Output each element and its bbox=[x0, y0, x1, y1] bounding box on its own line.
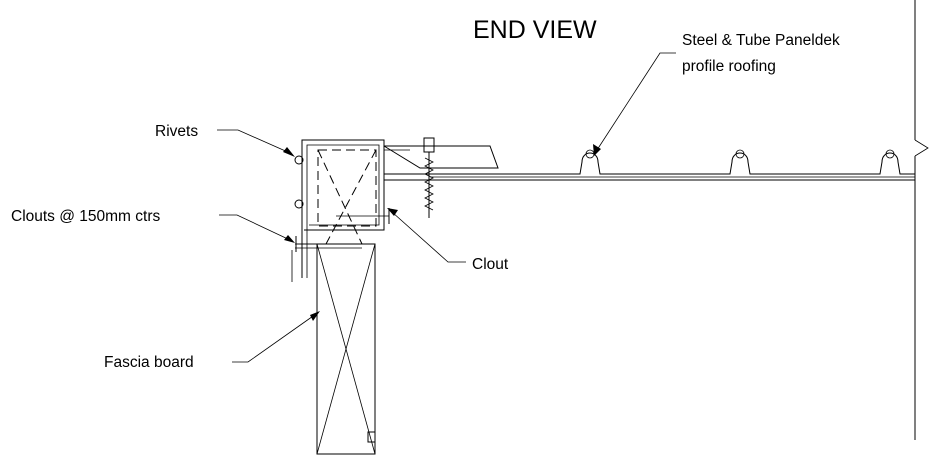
roofing-label-line1: Steel & Tube Paneldek bbox=[682, 32, 840, 49]
roofing-label-line2: profile roofing bbox=[682, 58, 776, 75]
top-flashing bbox=[383, 145, 499, 169]
rivets-label: Rivets bbox=[155, 123, 198, 140]
rivet-heads bbox=[294, 155, 304, 209]
clouts-leader bbox=[219, 214, 295, 243]
roof-screw bbox=[423, 137, 435, 218]
dashed-timber-outline bbox=[317, 149, 377, 245]
rib-seam-3 bbox=[885, 149, 895, 159]
right-boundary-line bbox=[914, 0, 929, 440]
fascia-board bbox=[316, 243, 376, 455]
drawing-title: END VIEW bbox=[473, 16, 597, 44]
clout-nails bbox=[295, 208, 390, 252]
fascia-board-label: Fascia board bbox=[104, 354, 194, 371]
clouts-label: Clouts @ 150mm ctrs bbox=[11, 208, 160, 225]
rib-seam-1 bbox=[585, 149, 595, 159]
roof-sheet-profile bbox=[384, 149, 915, 181]
rivet-upper bbox=[294, 155, 304, 165]
clout-leader bbox=[387, 208, 466, 263]
roofing-leader bbox=[593, 52, 676, 156]
rib-seam-2 bbox=[735, 149, 745, 159]
clout-label: Clout bbox=[472, 256, 509, 273]
fascia-board-leader bbox=[232, 311, 320, 363]
rivets-leader bbox=[217, 129, 295, 157]
rivet-lower bbox=[294, 199, 304, 209]
